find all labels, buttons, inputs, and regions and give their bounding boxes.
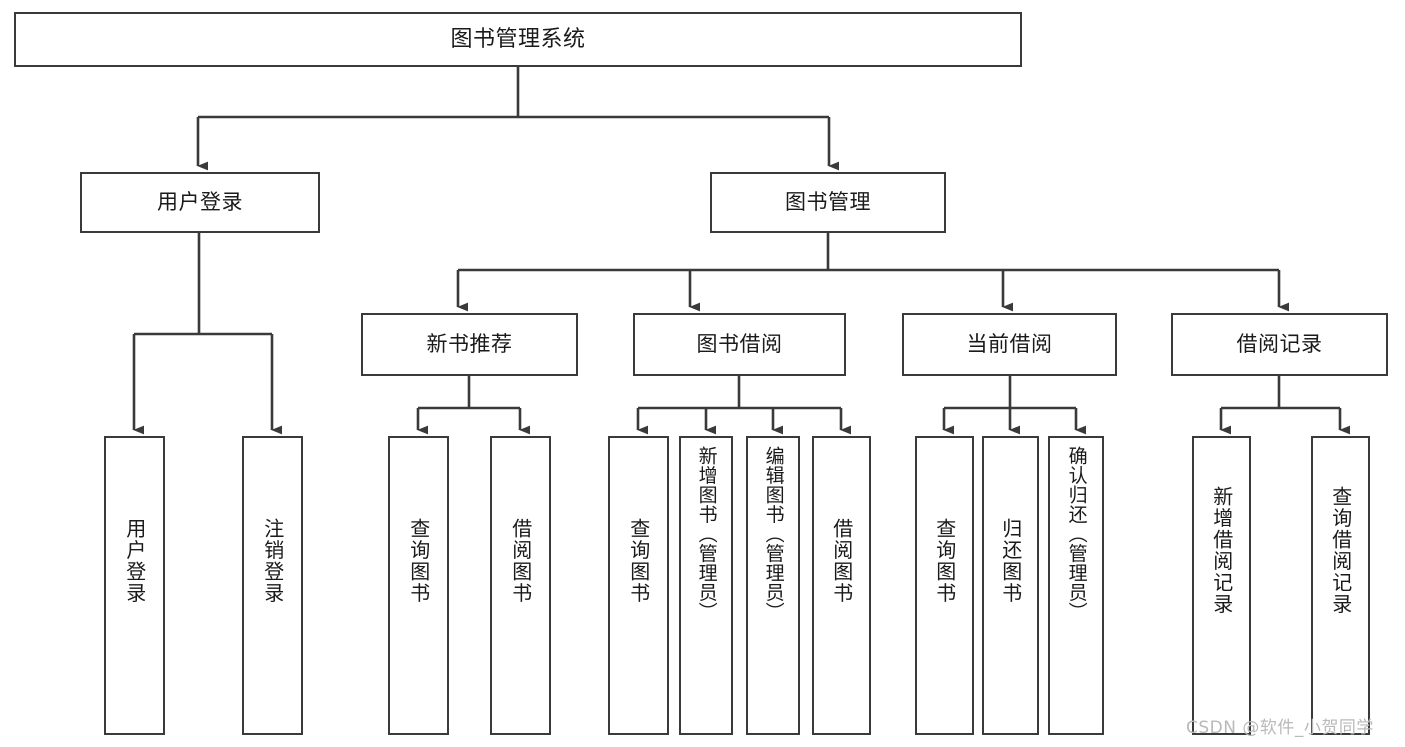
leaf-edit-book-label: 编辑图书（管理员） (762, 446, 785, 622)
leaf-borrow-book-2-label: 借阅图书 (829, 518, 854, 604)
leaf-query-book-1[interactable]: 查询图书 (388, 436, 449, 735)
node-book-management[interactable]: 图书管理 (710, 172, 946, 233)
leaf-query-book-1-label: 查询图书 (406, 518, 431, 604)
leaf-add-record-label: 新增借阅记录 (1209, 486, 1234, 615)
node-user-login-label: 用户登录 (157, 190, 243, 215)
node-borrow-record-label: 借阅记录 (1236, 332, 1323, 357)
leaf-user-login[interactable]: 用户登录 (104, 436, 165, 735)
leaf-return-book-label: 归还图书 (998, 518, 1023, 604)
node-user-login[interactable]: 用户登录 (80, 172, 320, 233)
leaf-edit-book[interactable]: 编辑图书（管理员） (746, 436, 800, 735)
leaf-borrow-book-1-label: 借阅图书 (508, 518, 533, 604)
leaf-add-book[interactable]: 新增图书（管理员） (679, 436, 733, 735)
node-borrow-record[interactable]: 借阅记录 (1171, 313, 1388, 376)
node-current-borrow[interactable]: 当前借阅 (902, 313, 1117, 376)
node-current-borrow-label: 当前借阅 (966, 332, 1053, 357)
node-book-management-label: 图书管理 (785, 190, 871, 215)
leaf-query-book-3[interactable]: 查询图书 (915, 436, 974, 735)
leaf-confirm-return-label: 确认归还（管理员） (1065, 446, 1088, 622)
leaf-borrow-book-1[interactable]: 借阅图书 (490, 436, 551, 735)
leaf-return-book[interactable]: 归还图书 (982, 436, 1039, 735)
node-root-label: 图书管理系统 (450, 26, 586, 52)
node-book-borrow-label: 图书借阅 (696, 332, 783, 357)
leaf-query-book-2[interactable]: 查询图书 (608, 436, 669, 735)
leaf-add-book-label: 新增图书（管理员） (695, 446, 718, 622)
leaf-user-login-label: 用户登录 (122, 518, 147, 604)
node-root[interactable]: 图书管理系统 (14, 12, 1022, 67)
leaf-query-record[interactable]: 查询借阅记录 (1311, 436, 1370, 735)
leaf-query-record-label: 查询借阅记录 (1328, 486, 1353, 615)
leaf-query-book-2-label: 查询图书 (626, 518, 651, 604)
leaf-logout-label: 注销登录 (260, 518, 285, 604)
csdn-watermark: CSDN @软件_小贺同学 (1186, 718, 1374, 738)
node-new-book-recommend-label: 新书推荐 (426, 332, 513, 357)
leaf-borrow-book-2[interactable]: 借阅图书 (812, 436, 871, 735)
leaf-add-record[interactable]: 新增借阅记录 (1192, 436, 1251, 735)
node-new-book-recommend[interactable]: 新书推荐 (361, 313, 578, 376)
node-book-borrow[interactable]: 图书借阅 (633, 313, 846, 376)
leaf-logout[interactable]: 注销登录 (242, 436, 303, 735)
leaf-query-book-3-label: 查询图书 (932, 518, 957, 604)
leaf-confirm-return[interactable]: 确认归还（管理员） (1048, 436, 1104, 735)
